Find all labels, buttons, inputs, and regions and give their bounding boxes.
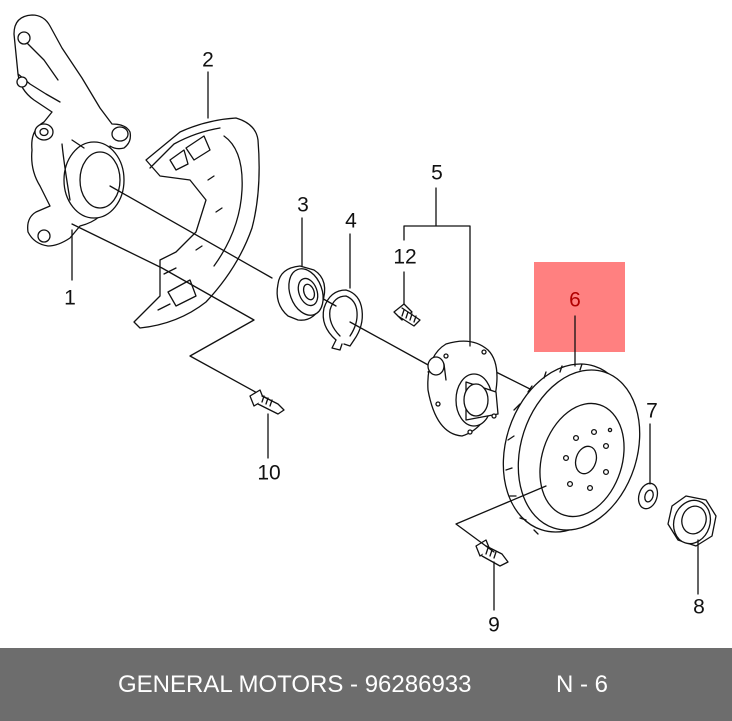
hub-nut-part	[667, 495, 717, 547]
callout-8: 8	[693, 595, 705, 619]
callout-3: 3	[297, 193, 309, 217]
bolt-9-part	[475, 539, 509, 567]
callout-5: 5	[431, 161, 443, 185]
wheel-hub-part	[427, 340, 499, 437]
footer-bar: GENERAL MOTORS - 96286933 N - 6	[0, 648, 732, 721]
callout-1: 1	[64, 286, 76, 310]
diagram-reference: N - 6	[556, 670, 609, 698]
hub-bolt-12-part	[393, 303, 421, 327]
bolt-10-part	[249, 389, 285, 415]
callout-9: 9	[488, 613, 500, 637]
wheel-bearing-part	[276, 265, 326, 321]
washer-part	[637, 482, 659, 510]
exploded-parts-diagram	[13, 14, 717, 611]
brand-part-number: GENERAL MOTORS - 96286933	[118, 670, 472, 698]
dust-shield-part	[133, 117, 260, 329]
callout-4: 4	[345, 209, 357, 233]
steering-knuckle-part	[13, 14, 132, 247]
leader-line-9	[455, 485, 547, 611]
part-6-highlight	[534, 262, 625, 352]
brake-disc-part	[502, 363, 641, 535]
leader-line-5	[403, 187, 471, 347]
callout-7: 7	[646, 399, 658, 423]
callout-2: 2	[202, 48, 214, 72]
callout-6: 6	[569, 288, 581, 312]
callout-12: 12	[393, 245, 417, 269]
snap-ring-part	[322, 289, 363, 351]
leader-line-10	[71, 223, 271, 401]
callout-10: 10	[257, 461, 281, 485]
